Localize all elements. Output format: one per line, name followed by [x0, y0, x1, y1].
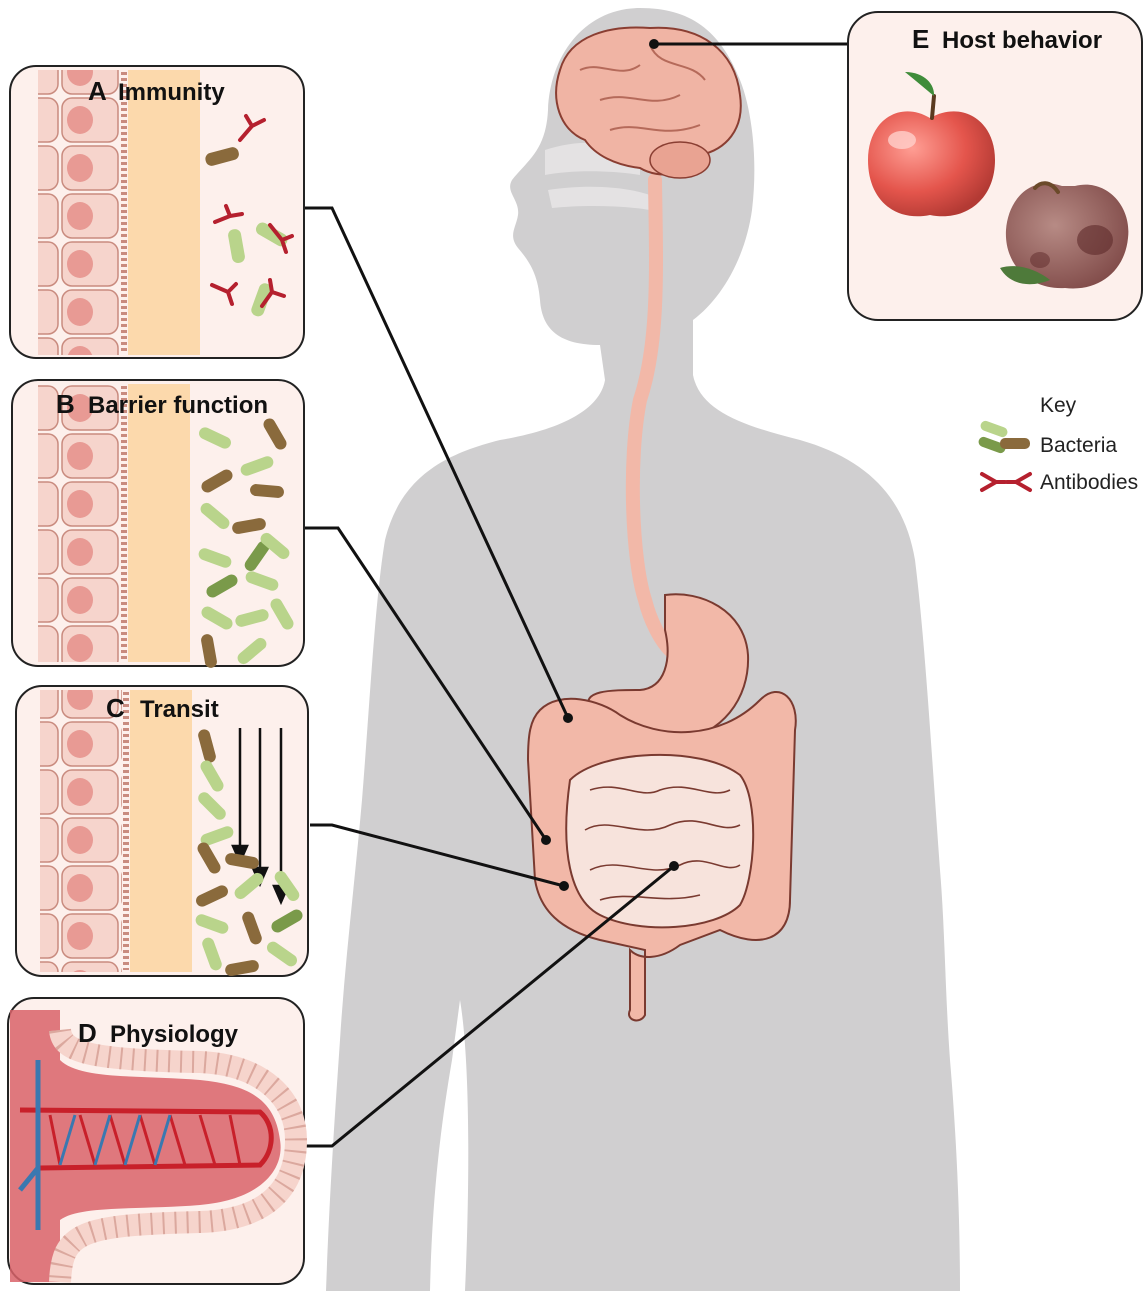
- epithelial-cells: [38, 384, 120, 662]
- panel-host-behavior: E Host behavior: [848, 12, 1142, 320]
- legend-item-antibodies: Antibodies: [1040, 471, 1138, 494]
- panel-a-title: Immunity: [118, 79, 225, 106]
- panel-c-title: Transit: [140, 696, 219, 723]
- panel-physiology: D Physiology: [8, 998, 304, 1284]
- panel-d-letter: D: [78, 1018, 97, 1048]
- legend-title: Key: [1040, 394, 1077, 417]
- mucus-layer: [130, 690, 192, 972]
- panel-c-letter: C: [106, 693, 125, 723]
- rotten-apple-icon: [1000, 183, 1128, 288]
- panel-e-letter: E: [912, 24, 929, 54]
- panel-d-title: Physiology: [110, 1021, 239, 1048]
- legend-item-bacteria: Bacteria: [1040, 434, 1117, 457]
- bacteria-icon: [977, 420, 1030, 455]
- epithelial-cells: [38, 70, 120, 355]
- panel-a-letter: A: [88, 76, 107, 106]
- panel-transit: C Transit: [16, 686, 308, 977]
- legend: Key Bacteria Antibodies: [977, 394, 1138, 494]
- mucus-layer: [128, 384, 190, 662]
- panel-barrier-function: B Barrier function: [12, 380, 304, 669]
- panel-e-title: Host behavior: [942, 27, 1102, 54]
- antibody-icon: [982, 474, 1030, 490]
- panel-b-letter: B: [56, 389, 75, 419]
- small-intestine: [566, 755, 753, 927]
- mucus-layer: [128, 70, 200, 355]
- panel-b-title: Barrier function: [88, 392, 268, 419]
- epithelial-cells: [40, 690, 122, 972]
- panel-immunity: A Immunity: [10, 66, 304, 358]
